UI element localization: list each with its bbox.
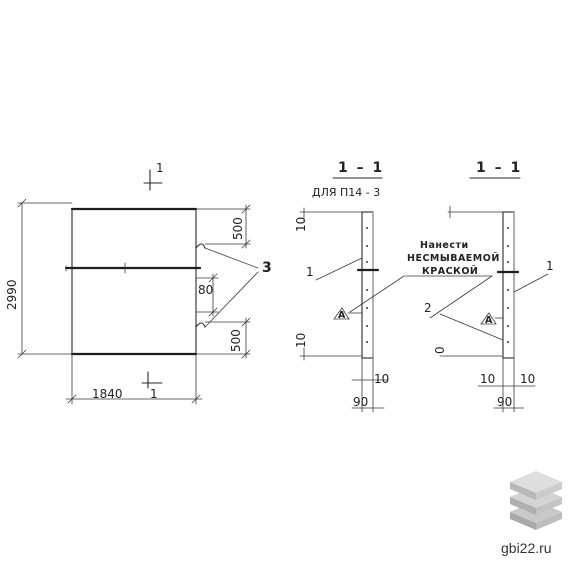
section-left-subtitle: ДЛЯ П14 - 3 bbox=[312, 186, 380, 199]
section-right-label-item-2: 2 bbox=[424, 301, 432, 315]
section-right-title: 1 – 1 bbox=[476, 160, 522, 176]
note-line-2: НЕСМЫВАЕМОЙ bbox=[407, 252, 500, 264]
dimension-gap: 80 bbox=[195, 273, 219, 317]
section-left-label-item: 1 bbox=[306, 265, 314, 279]
section-right-dim-thickness: 90 bbox=[497, 395, 512, 409]
note-paint: Нанести НЕСМЫВАЕМОЙ КРАСКОЙ bbox=[349, 240, 500, 319]
section-right-dim-left: 10 bbox=[480, 372, 495, 386]
lifting-loop-bottom bbox=[195, 322, 206, 328]
label-loops: 3 bbox=[262, 260, 274, 276]
section-left-body bbox=[361, 211, 374, 359]
leader-loops: 3 bbox=[204, 247, 274, 328]
section-mark-bottom: 1 bbox=[141, 371, 163, 401]
dimension-loop-top: 500 bbox=[195, 204, 251, 249]
dimension-loop-bottom: 500 bbox=[195, 317, 251, 359]
section-right-dim-right: 10 bbox=[520, 372, 535, 386]
note-line-3: КРАСКОЙ bbox=[422, 265, 478, 277]
section-right-dim-bottom: 0 bbox=[433, 346, 447, 354]
dimension-loop-bottom-label: 500 bbox=[229, 329, 243, 352]
section-left: 1 – 1 ДЛЯ П14 - 3 10 10 1 А bbox=[294, 160, 389, 413]
dimension-loop-top-label: 500 bbox=[231, 217, 245, 240]
site-logo: gbi22.ru bbox=[501, 471, 562, 556]
stack-icon bbox=[510, 471, 562, 530]
section-left-title: 1 – 1 bbox=[338, 160, 384, 176]
note-line-1: Нанести bbox=[420, 240, 469, 251]
section-left-dim-top: 10 bbox=[294, 217, 308, 232]
section-mark-bottom-label: 1 bbox=[150, 387, 158, 401]
site-name: gbi22.ru bbox=[501, 540, 552, 556]
panel-outline bbox=[71, 208, 197, 355]
dimension-height: 2990 bbox=[5, 198, 73, 359]
section-right-triangle-mark: А bbox=[480, 312, 504, 326]
lifting-loop-top bbox=[195, 243, 206, 249]
section-right-body bbox=[502, 211, 515, 359]
section-left-triangle-mark: А bbox=[333, 307, 363, 321]
dimension-width: 1840 bbox=[65, 353, 203, 405]
section-left-dim-thickness: 90 bbox=[353, 395, 368, 409]
section-left-dim-bottom: 10 bbox=[294, 333, 308, 348]
section-right-triangle-label: А bbox=[485, 315, 493, 326]
section-left-triangle-label: А bbox=[338, 310, 346, 321]
panel-plan-view: 1 2990 1840 bbox=[5, 161, 274, 405]
section-right: 1 – 1 0 1 2 А 10 1 bbox=[424, 160, 554, 413]
section-mark-top: 1 bbox=[143, 161, 164, 191]
section-mark-top-label: 1 bbox=[156, 161, 164, 175]
section-left-dim-side: 10 bbox=[374, 372, 389, 386]
dimension-gap-label: 80 bbox=[198, 283, 213, 297]
dimension-height-label: 2990 bbox=[5, 279, 19, 310]
dimension-width-label: 1840 bbox=[92, 387, 123, 401]
section-right-label-item-1: 1 bbox=[546, 259, 554, 273]
